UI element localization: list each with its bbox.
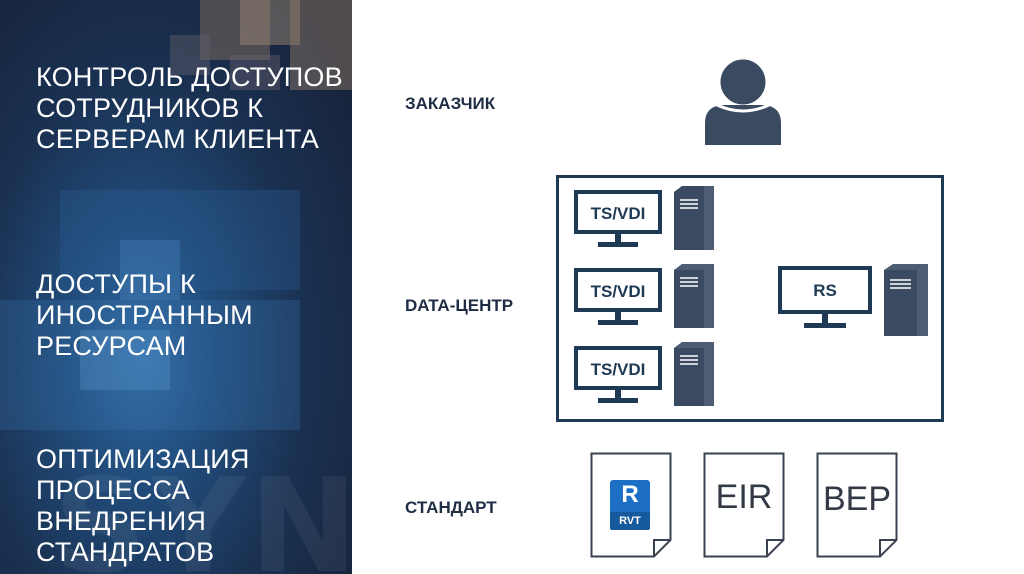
label-datacenter: DATA-ЦЕНТР	[405, 296, 514, 315]
bep-document: BEP	[816, 452, 898, 558]
datacenter-box	[556, 175, 944, 422]
revit-document: R RVT	[590, 452, 672, 558]
terminal-label-3: TS/VDI	[590, 360, 646, 379]
terminal-monitor-3: TS/VDI	[574, 346, 662, 406]
heading-foreign-resources: ДОСТУПЫ К ИНОСТРАННЫМ РЕСУРСАМ	[36, 269, 253, 361]
rs-label: RS	[813, 281, 837, 300]
terminal-label-2: TS/VDI	[590, 282, 646, 301]
monitor-icon	[574, 190, 662, 247]
revit-ext: RVT	[619, 515, 641, 527]
revit-letter: R	[621, 481, 639, 508]
label-customer: ЗАКАЗЧИК	[405, 94, 496, 113]
terminal-monitor-2: TS/VDI	[574, 268, 662, 328]
monitor-icon	[778, 266, 872, 328]
document-icon	[703, 452, 785, 558]
server-tower-icon	[884, 264, 928, 336]
server-tower-icon	[674, 342, 714, 406]
terminal-label-1: TS/VDI	[590, 204, 646, 223]
watermark: SYN	[53, 450, 352, 574]
server-tower-icon	[674, 186, 714, 250]
server-tower-icon	[674, 264, 714, 328]
left-panel: SYN КОНТРОЛЬ ДОСТУПОВ СОТРУДНИКОВ К СЕРВ…	[0, 0, 352, 574]
heading-standards-optimization: ОПТИМИЗАЦИЯ ПРОЦЕССА ВНЕДРЕНИЯ СТАНДРАТО…	[36, 444, 250, 567]
terminal-monitor-1: TS/VDI	[574, 190, 662, 250]
monitor-icon	[574, 346, 662, 403]
monitor-icon	[574, 268, 662, 325]
document-icon	[816, 452, 898, 558]
heading-access-control: КОНТРОЛЬ ДОСТУПОВ СОТРУДНИКОВ К СЕРВЕРАМ…	[36, 62, 343, 154]
label-standard: СТАНДАРТ	[405, 498, 497, 517]
rs-monitor: RS	[778, 266, 872, 332]
eir-label: EIR	[715, 478, 773, 516]
eir-document: EIR	[703, 452, 785, 558]
bep-label: BEP	[822, 480, 892, 518]
user-icon	[705, 56, 781, 145]
revit-logo-icon	[610, 480, 650, 530]
